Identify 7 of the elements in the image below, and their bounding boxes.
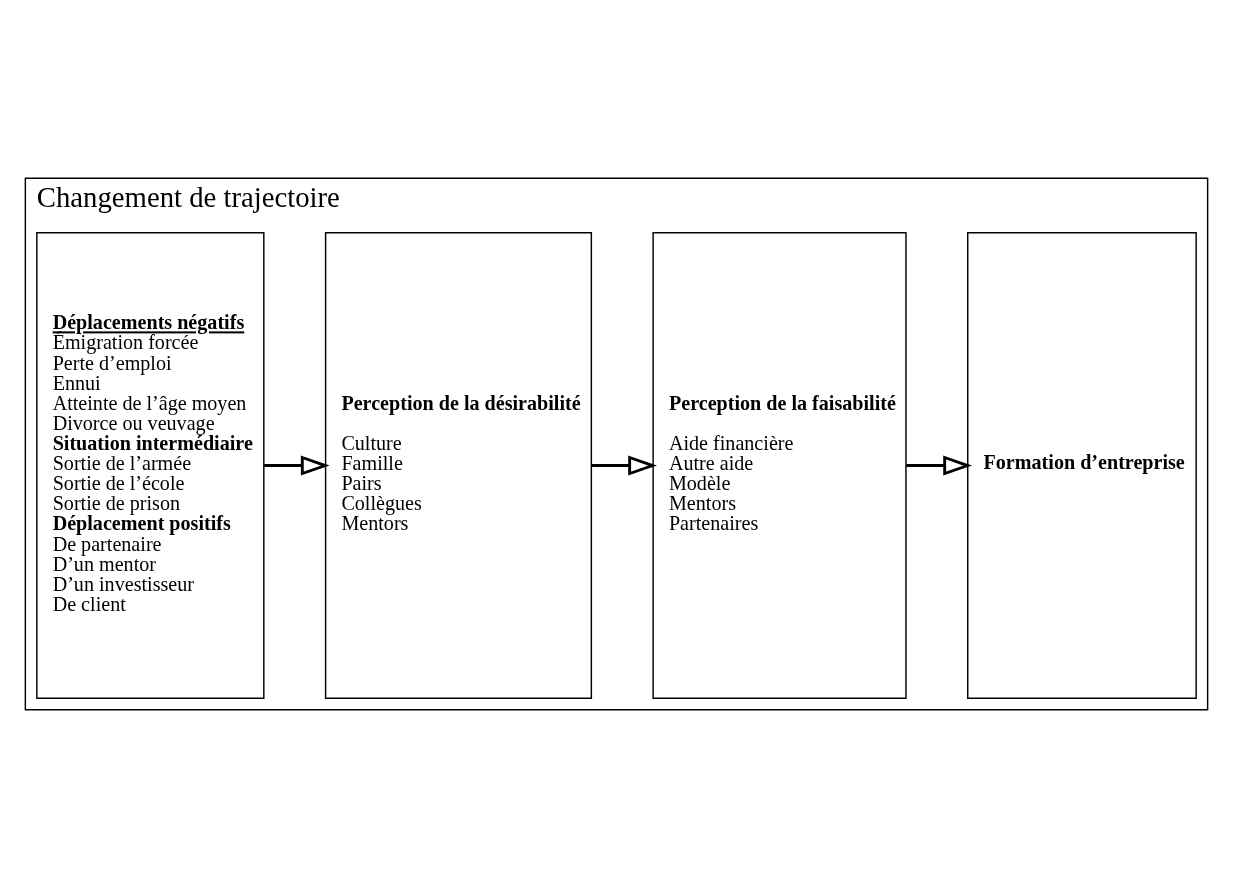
node-box: Perception de la désirabilité Culture Famille Pairs Collègues Mentors — [324, 232, 593, 699]
arrow — [591, 455, 657, 476]
node-box: Déplacements négatifs Émigration forcée Perte d’emploi Ennui Atteinte de l’âge moyen Divorce ou veuvage Situation intermédiaire Sortie de l’armée Sortie de l’école Sortie de prison Déplacement positifs De partenaire D’un mentor D’un investisseur De client — [36, 232, 265, 699]
node-box: Formation d’entreprise — [967, 232, 1197, 699]
arrow — [264, 455, 330, 476]
arrow — [906, 455, 972, 476]
node-box: Perception de la faisabilité Aide financière Autre aide Modèle Mentors Partenaires — [652, 232, 907, 699]
